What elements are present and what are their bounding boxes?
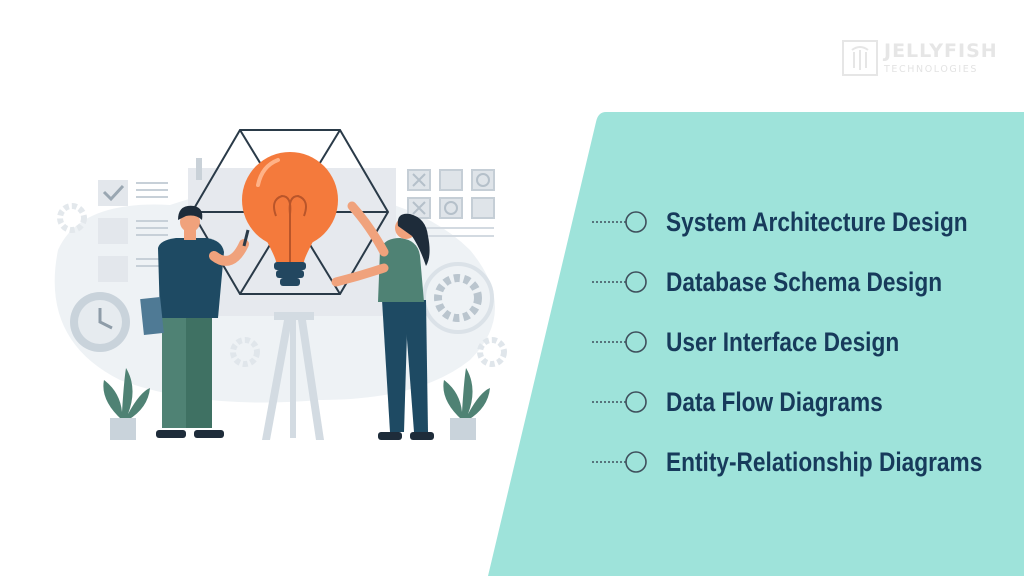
item-label: System Architecture Design [666,206,968,237]
clock-icon [70,292,130,352]
circle-bullet-icon [592,271,647,293]
design-items-list: System Architecture Design Database Sche… [590,192,1024,492]
easel-stand [262,312,324,440]
checklist-icon [98,180,168,282]
list-item: Data Flow Diagrams [590,372,1024,432]
logo-subtitle: TECHNOLOGIES [884,63,978,75]
list-item: Database Schema Design [590,252,1024,312]
company-logo: JELLYFISH TECHNOLOGIES [842,36,1012,80]
list-item: User Interface Design [590,312,1024,372]
circle-bullet-icon [592,331,647,353]
circle-bullet-icon [592,391,647,413]
plant-icon [103,368,490,440]
list-item: System Architecture Design [590,192,1024,252]
lightbulb-icon [242,152,338,286]
gear-icon [57,203,507,367]
list-item: Entity-Relationship Diagrams [590,432,1024,492]
item-label: User Interface Design [666,326,900,357]
circle-bullet-icon [592,451,647,473]
person-icon [140,205,250,438]
item-label: Data Flow Diagrams [666,386,883,417]
item-label: Entity-Relationship Diagrams [666,446,983,477]
person-icon [331,201,434,440]
circle-bullet-icon [592,211,647,233]
jellyfish-logo-icon [842,40,878,76]
logo-name: JELLYFISH [884,39,998,62]
item-label: Database Schema Design [666,266,943,297]
